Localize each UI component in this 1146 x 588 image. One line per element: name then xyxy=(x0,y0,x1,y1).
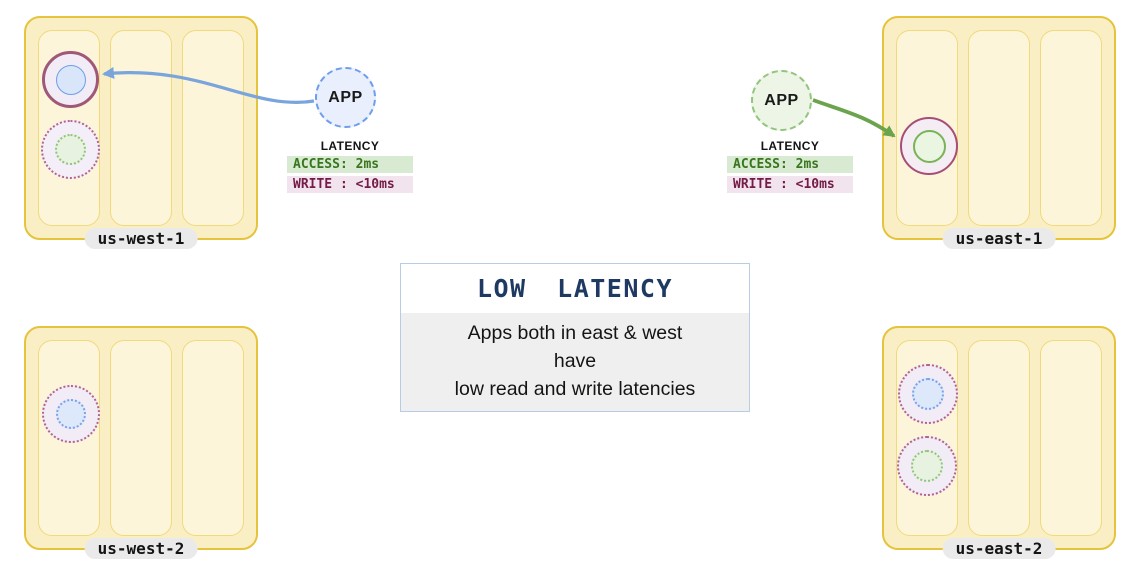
availability-zone xyxy=(1040,30,1102,226)
replica-follower-icon xyxy=(41,120,100,179)
region-us-west-1: us-west-1 xyxy=(24,16,258,249)
availability-zone xyxy=(182,30,244,226)
region-us-west-2: us-west-2 xyxy=(24,326,258,559)
write-latency-badge: WRITE : <10ms xyxy=(727,176,853,193)
replica-follower-icon xyxy=(898,364,958,424)
availability-zone xyxy=(968,340,1030,536)
access-latency-badge: ACCESS: 2ms xyxy=(727,156,853,173)
availability-zone xyxy=(968,30,1030,226)
callout-header: LOW LATENCY xyxy=(401,264,749,313)
replica-core-green xyxy=(912,129,946,163)
region-us-east-2: us-east-2 xyxy=(882,326,1116,559)
app-node-west: APP xyxy=(315,67,376,128)
availability-zone xyxy=(110,340,172,536)
replica-follower-icon xyxy=(42,385,100,443)
replica-core-blue xyxy=(55,64,86,95)
low-latency-callout: LOW LATENCY Apps both in east & west hav… xyxy=(400,263,750,412)
app-node-east: APP xyxy=(751,70,812,131)
callout-title: LOW LATENCY xyxy=(476,274,674,303)
replica-core-blue xyxy=(912,378,944,410)
latency-panel-west: LATENCY ACCESS: 2ms WRITE : <10ms xyxy=(287,139,413,193)
region-label: us-west-2 xyxy=(84,538,198,559)
replica-leader-west-icon xyxy=(42,51,99,108)
replica-core-blue xyxy=(56,399,86,429)
availability-zone xyxy=(110,30,172,226)
replica-core-green xyxy=(55,134,86,165)
region-label: us-east-2 xyxy=(942,538,1056,559)
replica-core-green xyxy=(911,450,943,482)
callout-body: Apps both in east & west have low read a… xyxy=(401,313,749,411)
latency-heading: LATENCY xyxy=(760,139,820,153)
access-latency-badge: ACCESS: 2ms xyxy=(287,156,413,173)
replica-follower-icon xyxy=(897,436,957,496)
availability-zone xyxy=(182,340,244,536)
replica-leader-east-icon xyxy=(900,117,958,175)
region-label: us-east-1 xyxy=(942,228,1056,249)
latency-panel-east: LATENCY ACCESS: 2ms WRITE : <10ms xyxy=(727,139,853,193)
region-label: us-west-1 xyxy=(84,228,198,249)
availability-zone xyxy=(1040,340,1102,536)
write-latency-badge: WRITE : <10ms xyxy=(287,176,413,193)
latency-heading: LATENCY xyxy=(320,139,380,153)
region-us-east-1: us-east-1 xyxy=(882,16,1116,249)
